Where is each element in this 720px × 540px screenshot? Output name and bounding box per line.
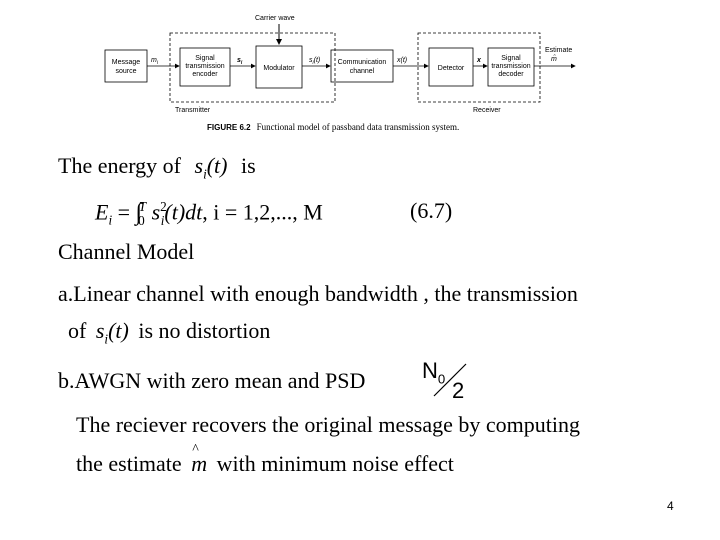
item-a2-symbol: si(t) [95, 318, 129, 347]
channel-label: channel [350, 68, 375, 75]
channel-label: Communication [338, 59, 387, 66]
carrier-wave-label: Carrier wave [255, 15, 295, 22]
figure-label: FIGURE 6.2 [207, 123, 251, 132]
sit-argument: (t) [314, 57, 321, 64]
channel-model-heading: Channel Model [58, 239, 195, 264]
receiver-label: Receiver [473, 107, 501, 114]
integral-sign: ∫ [135, 199, 143, 226]
message-source-block [104, 49, 148, 83]
integral-upper-limit: T [138, 199, 147, 214]
integrand-subscript: i [160, 212, 165, 228]
integral-lower-limit: 0 [138, 212, 145, 228]
xt-symbol: x(t) [396, 57, 407, 64]
item-a2-symbol-subscript: i [104, 331, 109, 347]
item-a2-symbol-argument: (t) [108, 318, 129, 343]
decoder-label: Signal [501, 55, 521, 62]
passband-system-diagram: Carrier wave Message source mi Signal tr… [104, 15, 576, 132]
receiver-line2-prefix: the estimate [76, 451, 182, 476]
transmitter-label: Transmitter [175, 107, 211, 114]
item-a-text: a.Linear channel with enough bandwidth ,… [58, 281, 578, 306]
integrand-symbol: s [151, 199, 161, 225]
energy-symbol: si(t) [194, 153, 228, 182]
energy-symbol-subscript: i [203, 166, 207, 182]
channel-block [330, 49, 394, 83]
energy-suffix: is [241, 153, 256, 178]
item-a2-suffix: is no distortion [138, 318, 271, 343]
equation-lhs-subscript: i [108, 212, 113, 228]
item-a2-prefix: of [68, 318, 87, 343]
svg-text:mi: mi [151, 57, 159, 66]
figure-caption-text: Functional model of passband data transm… [257, 122, 460, 132]
item-a2-symbol-base: s [95, 318, 105, 343]
psd-denominator: 2 [452, 378, 465, 403]
detector-block [428, 47, 474, 87]
si-subscript: i [241, 60, 243, 66]
m-hat-estimate: m [191, 443, 207, 475]
fraction-slash [433, 363, 467, 397]
energy-symbol-argument: (t) [206, 153, 228, 178]
receiver-boundary [417, 32, 541, 103]
receiver-line2-suffix: with minimum noise effect [216, 451, 454, 476]
si-symbol: s [237, 57, 241, 64]
integrand-rest: (t)dt [164, 199, 203, 225]
equation-equals: = [117, 199, 131, 225]
detector-label: Detector [438, 65, 465, 72]
energy-sentence: The energy of si(t) is [58, 155, 256, 181]
energy-symbol-base: s [194, 153, 204, 178]
equation-index: , i = 1,2,..., M [202, 199, 323, 225]
receiver-line-2: the estimate m with minimum noise effect [76, 443, 454, 476]
message-source-label: source [115, 68, 136, 75]
mi-symbol: m [151, 57, 157, 64]
modulator-block [255, 45, 303, 89]
energy-prefix: The energy of [58, 153, 181, 178]
receiver-line-1: The reciever recovers the original messa… [76, 412, 580, 437]
encoder-block [179, 47, 231, 87]
decoder-block [487, 47, 535, 87]
sit-subscript: i [313, 60, 315, 66]
message-source-label: Message [112, 59, 141, 66]
psd-fraction: N0 2 [420, 358, 480, 403]
transmitter-boundary [169, 32, 336, 103]
modulator-label: Modulator [263, 65, 295, 72]
equation-number: (6.7) [410, 198, 453, 223]
page-number: 4 [667, 499, 674, 513]
m-hat-symbol: m̂ [551, 55, 557, 63]
sit-symbol: s [309, 57, 313, 64]
encoder-label: encoder [192, 71, 218, 78]
svg-text:si(t): si(t) [309, 57, 320, 66]
item-a-continued: of si(t) is no distortion [68, 320, 270, 346]
figure-caption: FIGURE 6.2 Functional model of passband d… [207, 122, 459, 132]
decoder-label: transmission [491, 63, 530, 70]
decoder-label: decoder [498, 71, 524, 78]
psd-numerator-base: N [422, 358, 438, 383]
svg-text:si: si [237, 57, 243, 66]
estimate-label: Estimate [545, 47, 572, 54]
item-b: b.AWGN with zero mean and PSD [58, 370, 365, 392]
item-b-text: b.AWGN with zero mean and PSD [58, 368, 366, 393]
psd-numerator: N0 [422, 358, 445, 386]
integrand-superscript: 2 [160, 199, 167, 214]
equation-lhs: E [95, 199, 109, 225]
energy-equation: Ei = ∫0T s2i(t)dt, i = 1,2,..., M [95, 200, 323, 227]
encoder-label: transmission [185, 63, 224, 70]
mi-subscript: i [157, 60, 159, 66]
encoder-label: Signal [195, 55, 215, 62]
psd-numerator-subscript: 0 [437, 371, 446, 387]
x-vector-symbol: x [476, 57, 482, 64]
